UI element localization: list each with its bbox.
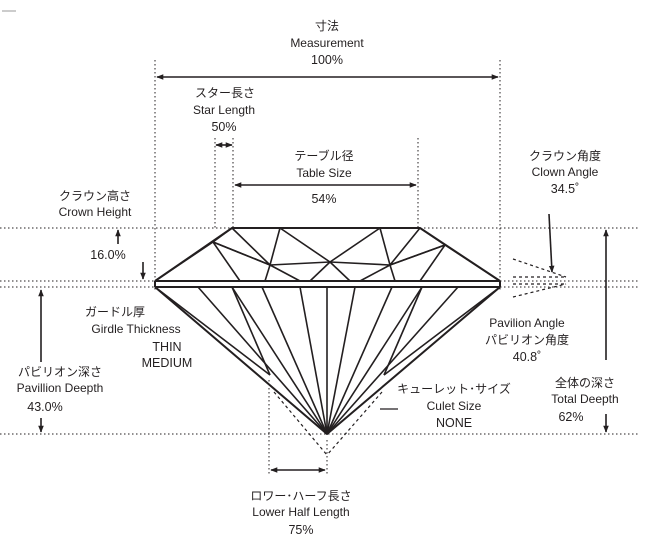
total-depth-label: 全体の深さ Total Deepth 62%	[551, 375, 618, 424]
star-length-en: Star Length	[193, 103, 255, 117]
culet-size-value: NONE	[436, 416, 472, 430]
crown-height-label: クラウン高さ Crown Height 16.0%	[59, 188, 132, 262]
girdle-thickness-en: Girdle Thickness	[91, 322, 180, 336]
angle-lines	[273, 258, 567, 456]
total-depth-value: 62%	[558, 410, 583, 424]
culet-size-en: Culet Size	[427, 399, 482, 413]
star-length-value: 50%	[211, 120, 236, 134]
crown-angle-pointer	[548, 213, 555, 273]
crown-height-jp: クラウン高さ	[59, 188, 131, 203]
measurement-jp: 寸法	[315, 19, 339, 33]
crown-angle-value: 34.5˚	[551, 182, 580, 196]
culet-size-jp: キューレット･サイズ	[397, 381, 511, 396]
measurement-en: Measurement	[290, 36, 364, 50]
measurement-label: 寸法 Measurement 100%	[290, 19, 364, 67]
dimension-arrows	[38, 74, 609, 473]
pavilion-depth-label: パビリオン深さ Pavillion Deepth 43.0%	[17, 365, 104, 414]
guide-lines	[0, 60, 640, 476]
girdle-thickness-value-2: MEDIUM	[142, 356, 193, 370]
total-depth-jp: 全体の深さ	[555, 375, 615, 390]
table-size-jp: テーブル径	[294, 148, 353, 163]
total-depth-en: Total Deepth	[551, 392, 618, 406]
table-size-value: 54%	[311, 192, 336, 206]
crown-height-en: Crown Height	[59, 205, 132, 219]
measurement-value: 100%	[311, 53, 343, 67]
crown-angle-en: Clown Angle	[532, 165, 599, 179]
pavilion-angle-jp: パビリオン角度	[485, 332, 569, 347]
crown-height-value: 16.0%	[90, 248, 125, 262]
lower-half-length-value: 75%	[288, 523, 313, 537]
diamond	[154, 227, 501, 435]
crown-angle-label: クラウン角度 Clown Angle 34.5˚	[529, 148, 601, 196]
lower-half-length-label: ロワー･ハーフ長さ Lower Half Length 75%	[250, 489, 351, 537]
pavilion-depth-value: 43.0%	[27, 400, 62, 414]
culet-size-label: キューレット･サイズ Culet Size NONE	[397, 381, 511, 430]
star-length-label: スター長さ Star Length 50%	[193, 86, 255, 134]
pavilion-angle-value: 40.8˚	[513, 350, 542, 364]
table-size-en: Table Size	[296, 166, 352, 180]
girdle-thickness-label: ガードル厚 Girdle Thickness THIN MEDIUM	[85, 305, 192, 370]
pavilion-angle-label: Pavilion Angle パビリオン角度 40.8˚	[485, 316, 569, 364]
crown-angle-jp: クラウン角度	[529, 148, 601, 163]
table-size-label: テーブル径 Table Size 54%	[294, 148, 353, 206]
girdle-thickness-jp: ガードル厚	[85, 305, 145, 319]
pavilion-depth-en: Pavillion Deepth	[17, 381, 104, 395]
pavilion-angle-en: Pavilion Angle	[489, 316, 565, 330]
girdle-thickness-value-1: THIN	[152, 340, 181, 354]
lower-half-length-jp: ロワー･ハーフ長さ	[250, 489, 351, 503]
star-length-jp: スター長さ	[195, 86, 255, 100]
lower-half-length-en: Lower Half Length	[252, 505, 349, 519]
pavilion-depth-jp: パビリオン深さ	[18, 365, 102, 379]
